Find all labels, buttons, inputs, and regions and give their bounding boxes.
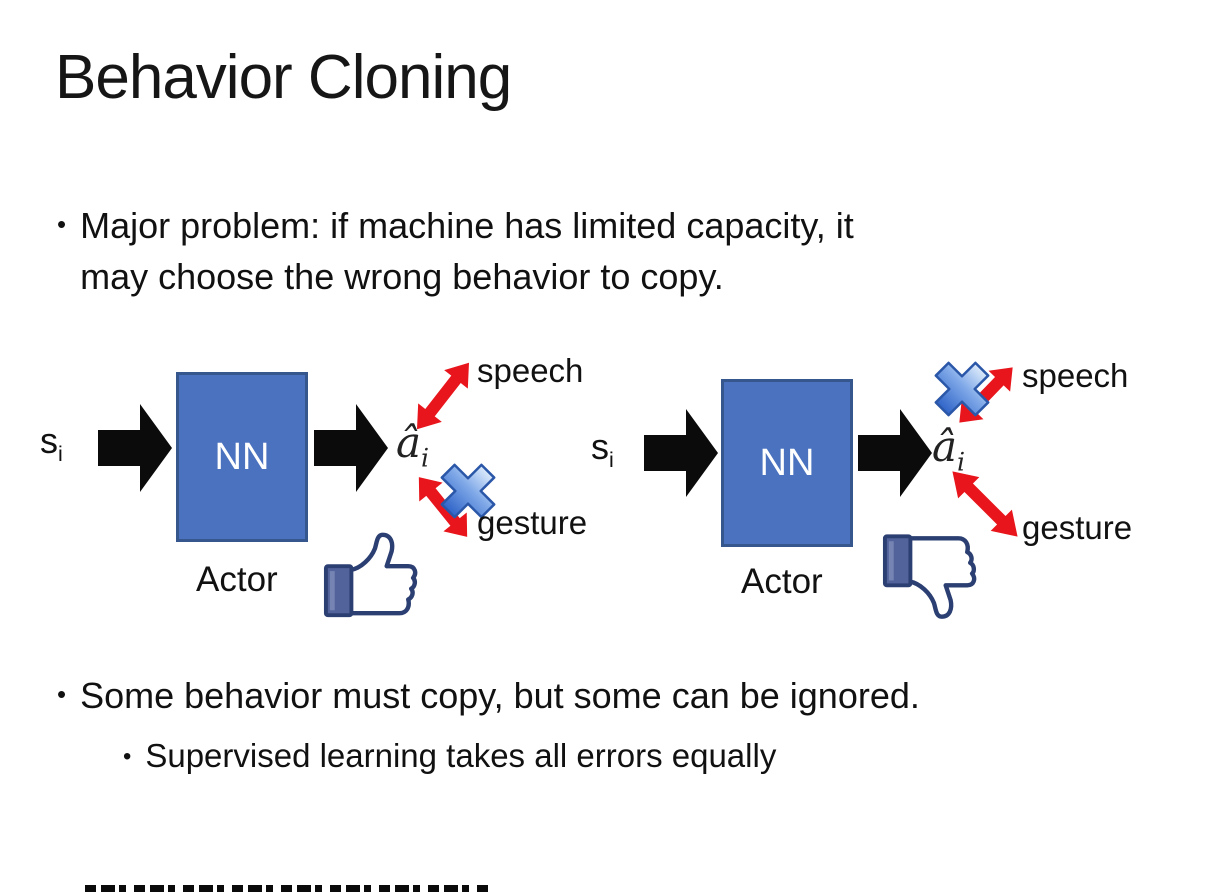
nn-box-label: NN — [759, 441, 815, 484]
right-input-state-label: si — [591, 426, 614, 473]
state-symbol: s — [591, 426, 609, 467]
nn-box-label: NN — [214, 435, 270, 478]
right-actor-caption: Actor — [741, 562, 823, 601]
state-subscript: i — [58, 441, 63, 467]
blue-x-icon — [440, 463, 496, 519]
left-output-action-label: âi — [396, 418, 429, 472]
double-arrow-icon — [952, 471, 1018, 537]
action-symbol: â — [932, 422, 958, 471]
right-output-action-label: âi — [932, 422, 965, 476]
right-speech-label: speech — [1022, 357, 1129, 394]
thumbs-down-icon — [882, 534, 977, 619]
clipped-next-line-top — [85, 885, 490, 892]
bullet-marker: • — [123, 742, 132, 770]
bullet-supervised: • Supervised learning takes all errors e… — [123, 733, 1123, 780]
left-input-state-label: si — [40, 420, 63, 467]
right-nn-box: NN — [721, 379, 853, 547]
left-nn-box: NN — [176, 372, 308, 542]
flow-arrow-icon — [858, 409, 932, 497]
slide-title: Behavior Cloning — [55, 43, 512, 112]
flow-arrow-icon — [644, 409, 718, 497]
flow-arrow-icon — [98, 404, 172, 492]
left-gesture-label: gesture — [477, 504, 588, 541]
bullet-some-behavior: • Some behavior must copy, but some can … — [57, 670, 1157, 721]
action-subscript: i — [421, 443, 430, 473]
action-symbol: â — [396, 418, 422, 467]
flow-arrow-icon — [314, 404, 388, 492]
right-gesture-label: gesture — [1022, 509, 1133, 546]
bullet-supervised-text: Supervised learning takes all errors equ… — [145, 737, 777, 774]
bullet-major-problem-text: Major problem: if machine has limited ca… — [80, 205, 854, 298]
bullet-some-behavior-text: Some behavior must copy, but some can be… — [80, 675, 920, 716]
left-actor-caption: Actor — [196, 560, 278, 599]
thumbs-up-icon — [323, 532, 418, 618]
bullet-marker: • — [57, 681, 67, 710]
bullet-major-problem: • Major problem: if machine has limited … — [57, 200, 1137, 302]
double-arrow-icon — [416, 362, 470, 430]
state-symbol: s — [40, 420, 58, 461]
bullet-marker: • — [57, 211, 67, 240]
left-speech-label: speech — [477, 352, 584, 389]
action-subscript: i — [957, 447, 966, 477]
state-subscript: i — [609, 447, 614, 473]
blue-x-icon — [934, 361, 990, 417]
